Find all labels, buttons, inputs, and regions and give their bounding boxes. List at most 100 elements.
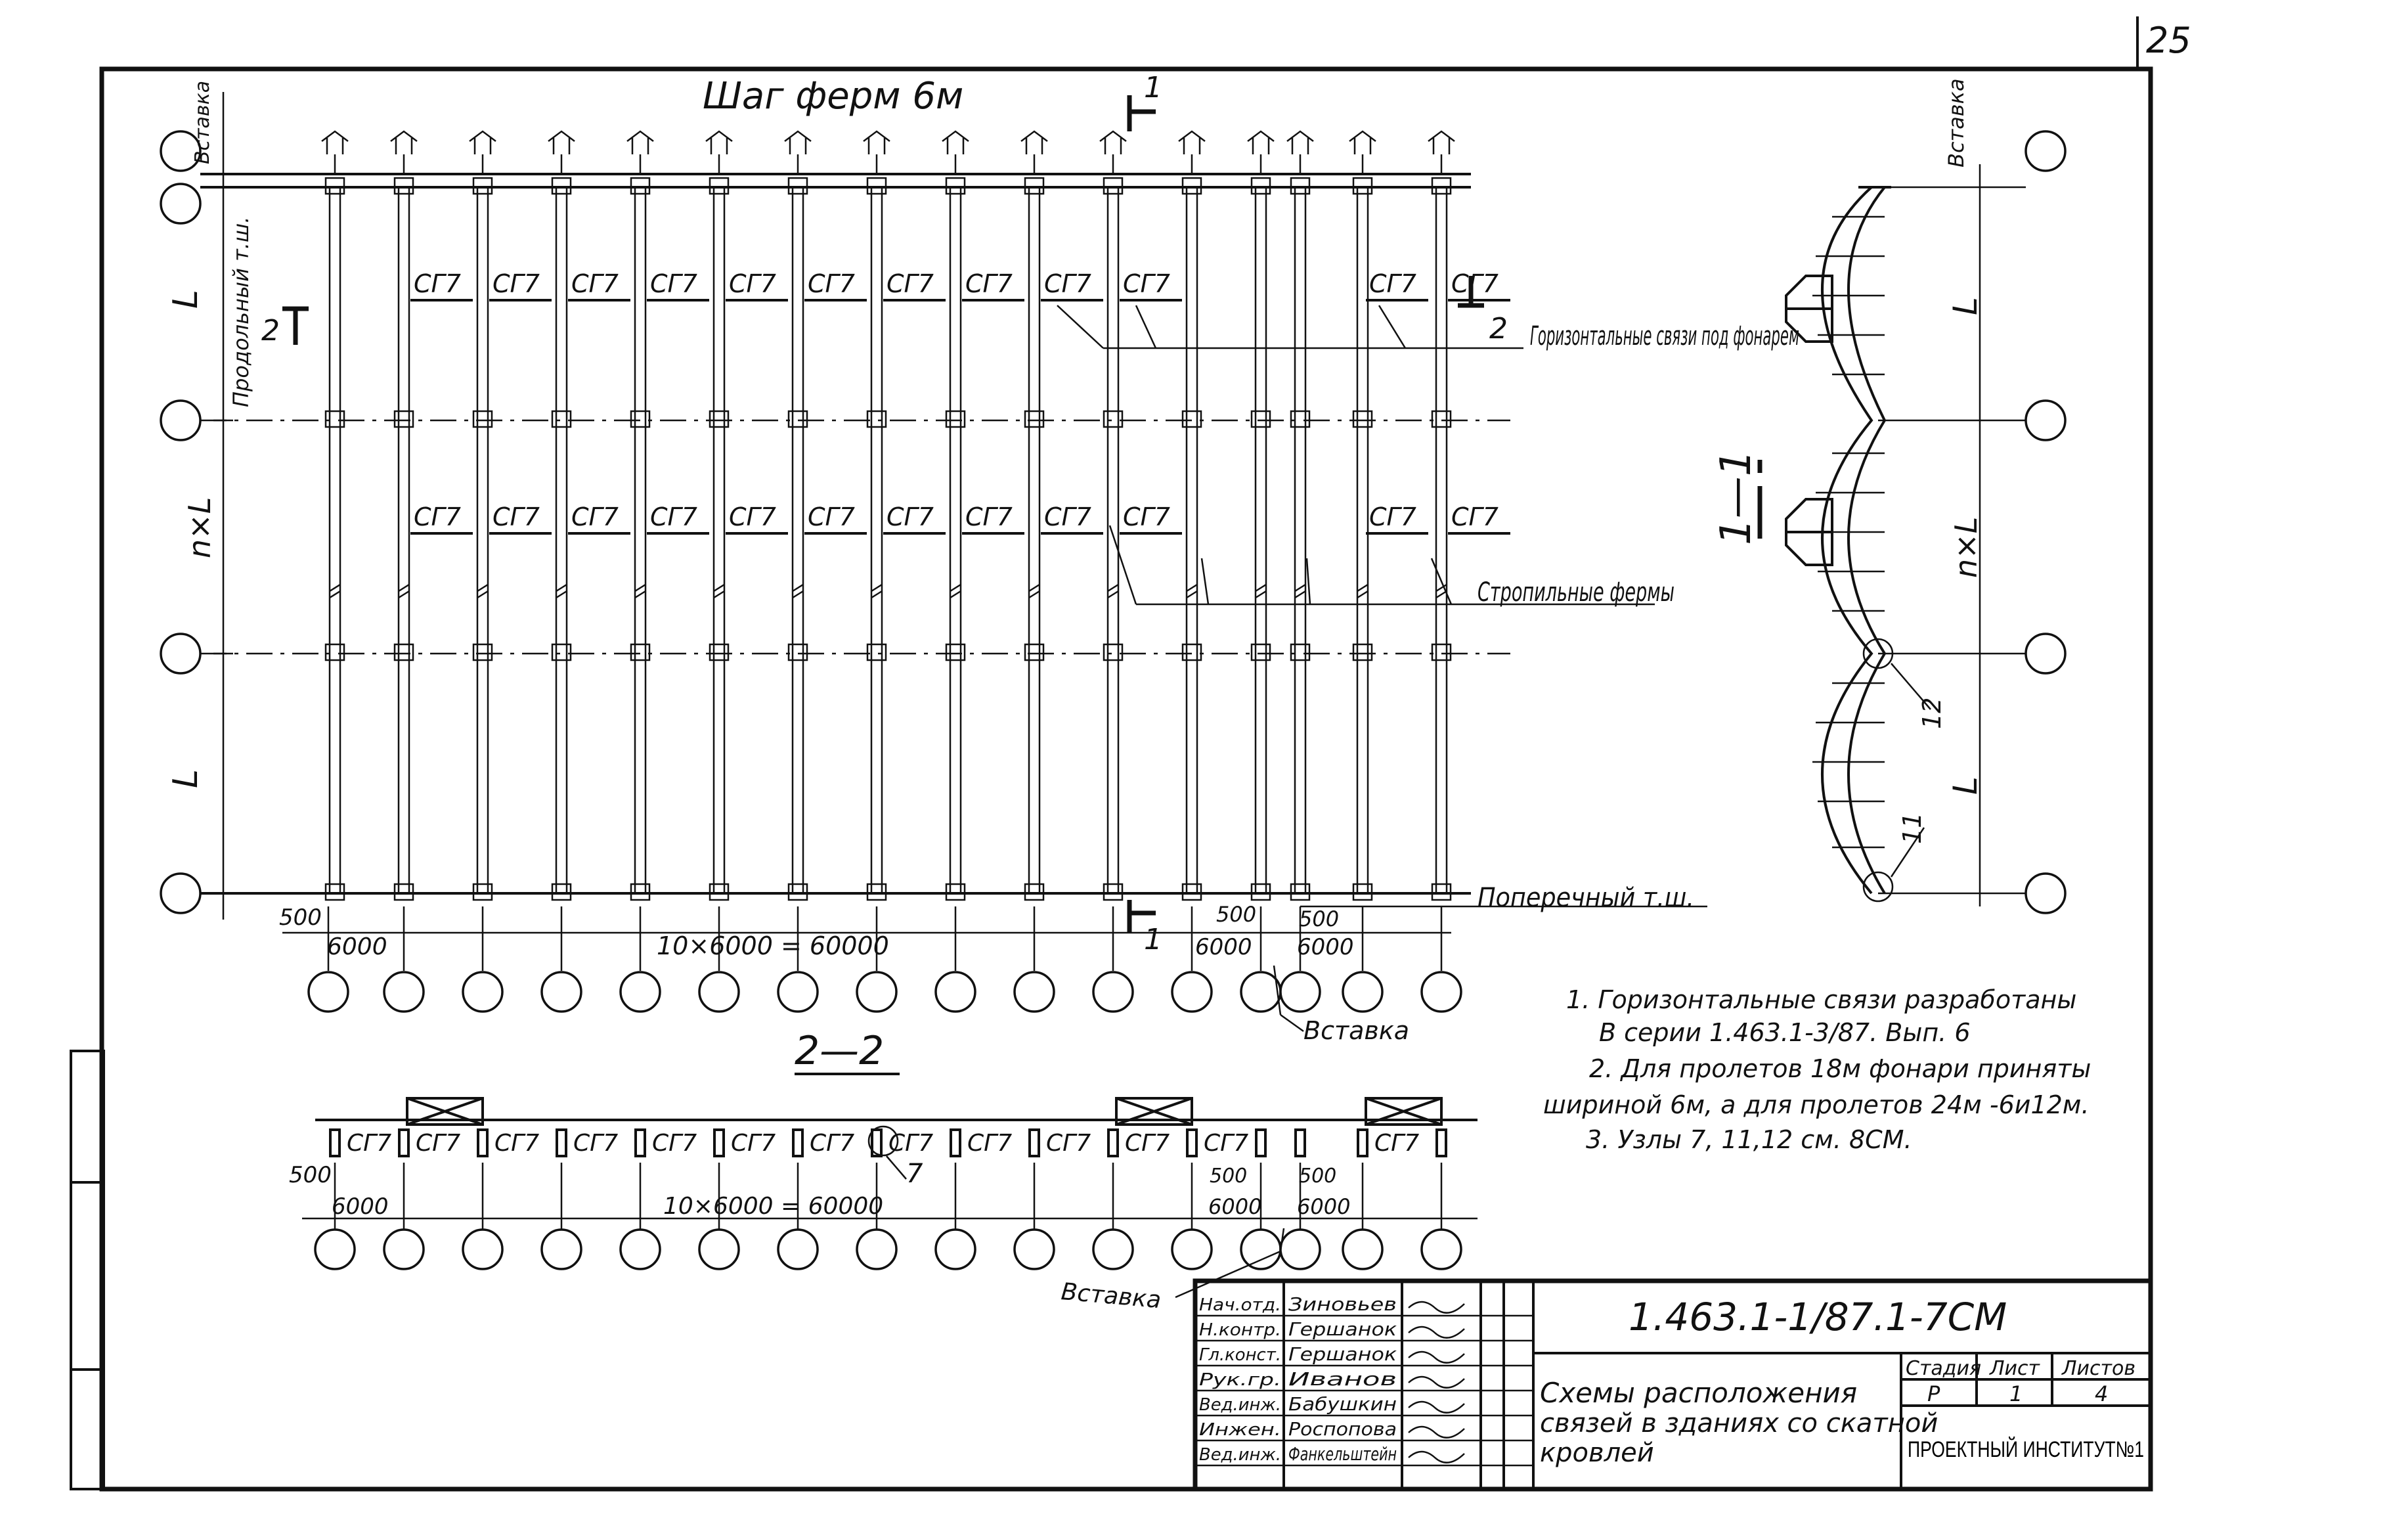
brace-label-sg7: СГ7 <box>571 502 619 531</box>
staff-name: Иванов <box>1288 1368 1397 1390</box>
doc-description-3: кровлей <box>1540 1438 1654 1468</box>
doc-description-1: Схемы расположения <box>1540 1377 1857 1409</box>
grid-circle <box>160 399 202 441</box>
grid-circle <box>856 971 898 1013</box>
brace-label-sg7: СГ7 <box>1451 269 1499 298</box>
grid-circle <box>856 1228 898 1270</box>
section-1-1-title: 1—1 <box>1712 450 1761 545</box>
staff-role: Вед.инж. <box>1199 1395 1281 1415</box>
rafter-truss <box>1178 130 1206 901</box>
grid-circle <box>777 1228 819 1270</box>
grid-circle <box>698 1228 740 1270</box>
grid-circle <box>160 183 202 225</box>
signature <box>1408 1350 1465 1364</box>
rafter-truss <box>1020 130 1048 901</box>
staff-role: Рук.гр. <box>1199 1370 1281 1390</box>
note-1: 1. Горизонтальные связи разработаны <box>1566 985 2076 1014</box>
rafter-truss <box>548 130 575 901</box>
callout-transverse-joint: Поперечный т.ш. <box>1478 883 1694 913</box>
signature <box>1408 1375 1465 1389</box>
doc-code: 1.463.1-1/87.1-7СМ <box>1629 1295 2007 1339</box>
brace-label-sg7: СГ7 <box>652 1130 697 1157</box>
node-12: 12 <box>1917 698 1946 729</box>
rafter-trusses <box>321 130 1455 901</box>
staff-role: Инжен. <box>1199 1420 1281 1440</box>
signature <box>1408 1326 1465 1339</box>
staff-name: Гершанок <box>1288 1318 1397 1340</box>
note-2b: шириной 6м, а для пролетов 24м -6и12м. <box>1543 1090 2090 1119</box>
section-1-mark-top: 1 <box>1144 71 1162 104</box>
institute-name: ПРОЕКТНЫЙ ИНСТИТУТ№1 <box>1908 1437 2144 1462</box>
brace-label-sg7: СГ7 <box>650 269 697 298</box>
grid-circle <box>1342 1228 1384 1270</box>
dim-500-right: 500 <box>1216 902 1256 927</box>
dim-l-top: L <box>166 290 206 309</box>
s22-dim-6000-right: 6000 <box>1208 1194 1261 1219</box>
grid-circle <box>934 971 976 1013</box>
brace-label-sg7: СГ7 <box>729 269 776 298</box>
brace-label-sg7: СГ7 <box>731 1130 776 1157</box>
grid-circle <box>777 971 819 1013</box>
section-1-mark-bottom: 1 <box>1144 923 1162 956</box>
grid-circle <box>2025 872 2067 914</box>
binding-strip <box>70 1050 105 1490</box>
plan-column-axes <box>307 906 1462 1013</box>
grid-circle <box>160 872 202 914</box>
grid-circle <box>2025 130 2067 172</box>
vstavka-plan-bottom: Вставка <box>1303 1016 1409 1045</box>
brace-label-sg7: СГ7 <box>967 1130 1012 1157</box>
brace-post <box>713 1128 725 1157</box>
signature <box>1408 1400 1465 1414</box>
brace-label-sg7: СГ7 <box>1123 269 1170 298</box>
grid-circle <box>1171 971 1213 1013</box>
brace-label-sg7: СГ7 <box>1046 1130 1091 1157</box>
grid-circle <box>1013 1228 1055 1270</box>
s22-dim-500-joint: 500 <box>1299 1165 1336 1188</box>
s11-vstavka: Вставка <box>1944 78 1969 167</box>
grid-circle <box>462 971 504 1013</box>
s22-dim-6000-joint: 6000 <box>1297 1194 1350 1219</box>
staff-rows: Нач.отд.ЗиновьевН.контр.ГершанокГл.конст… <box>1195 1293 1533 1467</box>
sheets-value: 4 <box>2095 1381 2108 1406</box>
section-1-1: 1—1 L n×L L Вставка <box>1712 78 2067 914</box>
rafter-truss <box>1286 130 1314 901</box>
s22-dim-6000-left: 6000 <box>332 1193 389 1220</box>
section-2-mark-left: 2 <box>261 314 280 347</box>
plan-title: Шаг ферм 6м <box>703 75 963 118</box>
brace-label-sg7: СГ7 <box>729 502 776 531</box>
grid-circle <box>1240 971 1282 1013</box>
staff-name: Зиновьев <box>1288 1293 1397 1315</box>
note-3: 3. Узлы 7, 11,12 см. 8СМ. <box>1586 1125 1912 1154</box>
brace-label-sg7: СГ7 <box>965 269 1013 298</box>
dim-6000-left: 6000 <box>327 933 387 960</box>
notes: 1. Горизонтальные связи разработаны В се… <box>1543 985 2091 1154</box>
brace-label-sg7: СГ7 <box>416 1130 460 1157</box>
grid-circle <box>383 971 425 1013</box>
s22-lantern <box>1365 1097 1443 1126</box>
grid-circle <box>160 130 202 172</box>
brace-label-sg7: СГ7 <box>494 1130 539 1157</box>
brace-post <box>1028 1128 1040 1157</box>
brace-post <box>1186 1128 1198 1157</box>
page-number: 25 <box>2146 20 2191 61</box>
section-2-2-axes <box>314 1163 1462 1270</box>
grid-circle <box>2025 633 2067 675</box>
brace-label-sg7: СГ7 <box>1369 269 1416 298</box>
brace-post <box>1294 1128 1306 1157</box>
brace-post <box>1107 1128 1119 1157</box>
note-2: 2. Для пролетов 18м фонари приняты <box>1589 1054 2091 1083</box>
truss-web <box>1812 215 1885 849</box>
lantern <box>1785 498 1833 566</box>
brace-label-sg7: СГ7 <box>1123 502 1170 531</box>
grid-circle <box>2025 399 2067 441</box>
vstavka-plan-top: Вставка <box>191 81 214 164</box>
grid-circle <box>1342 971 1384 1013</box>
brace-label-sg7: СГ7 <box>965 502 1013 531</box>
brace-label-sg7: СГ7 <box>1369 502 1416 531</box>
staff-name: Бабушкин <box>1288 1393 1397 1415</box>
grid-circle <box>383 1228 425 1270</box>
brace-label-sg7: СГ7 <box>1204 1130 1248 1157</box>
section-2-2-title: 2—2 <box>795 1028 884 1074</box>
dim-l-bottom: L <box>166 769 206 788</box>
